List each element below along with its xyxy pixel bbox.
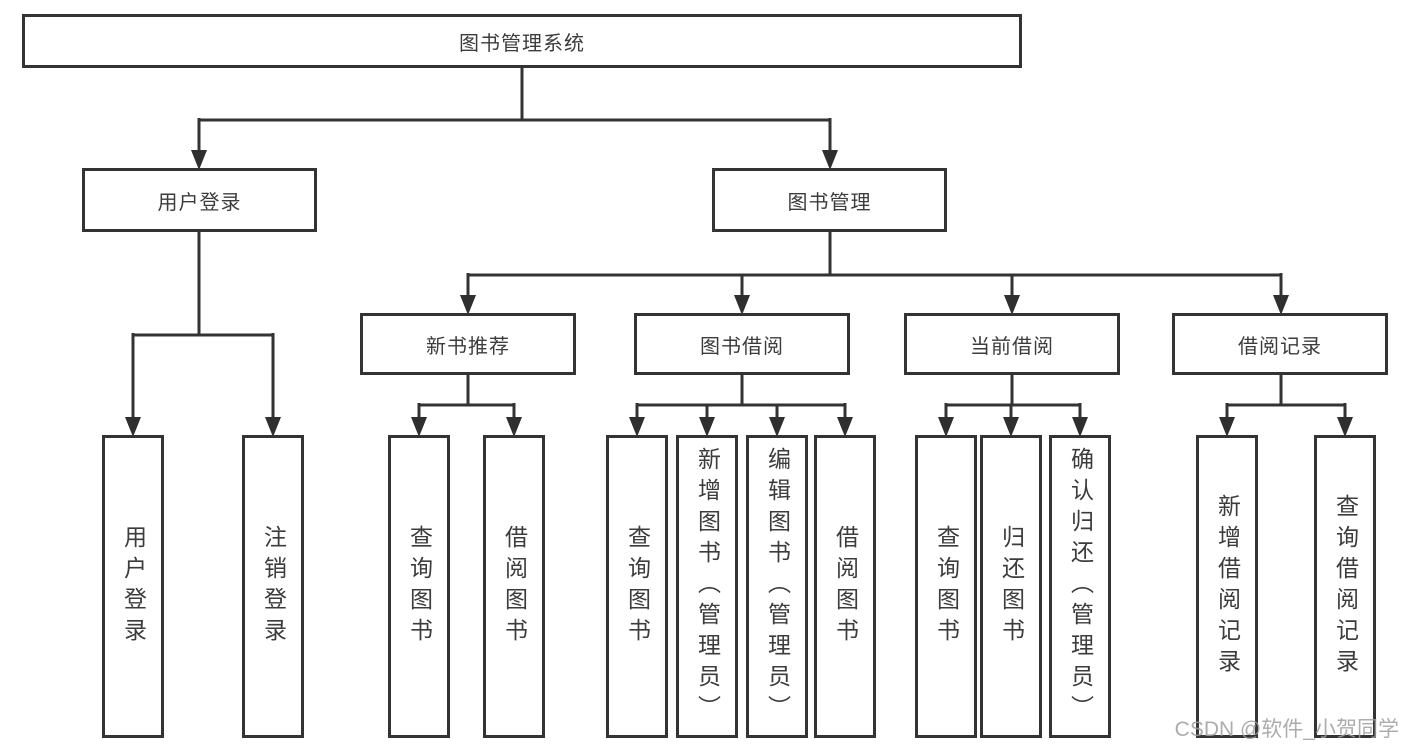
node-book-management: 图书管理: [712, 168, 947, 232]
node-label: 查询借阅记录: [1332, 493, 1359, 680]
leaf-borrow-books-recommend: 借阅图书: [483, 435, 545, 738]
node-label: 用户登录: [120, 524, 147, 649]
node-borrowing-records: 借阅记录: [1172, 313, 1388, 375]
node-label: 确认归还（管理员）: [1067, 447, 1094, 726]
leaf-query-books-borrowing: 查询图书: [606, 435, 668, 738]
node-label: 图书借阅: [700, 335, 784, 358]
leaf-query-books-recommend: 查询图书: [388, 435, 450, 738]
leaf-confirm-return-admin: 确认归还（管理员）: [1049, 435, 1111, 738]
node-label: 用户登录: [157, 191, 242, 214]
node-label: 注销登录: [260, 524, 287, 649]
leaf-return-book: 归还图书: [980, 435, 1042, 738]
node-label: 新增图书（管理员）: [694, 447, 721, 726]
node-label: 借阅图书: [832, 524, 859, 649]
node-label: 借阅记录: [1238, 335, 1322, 358]
leaf-user-login: 用户登录: [102, 435, 164, 738]
node-new-book-recommendation: 新书推荐: [360, 313, 576, 375]
leaf-add-book-admin: 新增图书（管理员）: [676, 435, 738, 738]
leaf-borrow-books: 借阅图书: [814, 435, 876, 738]
node-label: 查询图书: [406, 524, 433, 649]
node-current-borrowing: 当前借阅: [904, 313, 1120, 375]
node-user-login: 用户登录: [82, 168, 317, 232]
node-book-borrowing: 图书借阅: [634, 313, 850, 375]
node-label: 查询图书: [624, 524, 651, 649]
node-label: 当前借阅: [970, 335, 1054, 358]
leaf-logout: 注销登录: [242, 435, 304, 738]
node-label: 借阅图书: [501, 524, 528, 649]
leaf-query-borrow-record: 查询借阅记录: [1314, 435, 1376, 738]
node-label: 查询图书: [933, 524, 960, 649]
arrowheads: [125, 150, 1353, 437]
csdn-watermark: CSDN @软件_小贺同学: [1174, 718, 1399, 741]
node-library-management-system: 图书管理系统: [22, 14, 1022, 68]
leaf-query-books-current: 查询图书: [915, 435, 977, 738]
leaf-add-borrow-record: 新增借阅记录: [1196, 435, 1258, 738]
node-label: 图书管理系统: [459, 32, 585, 55]
node-label: 归还图书: [998, 524, 1025, 649]
node-label: 新增借阅记录: [1214, 493, 1241, 680]
node-label: 新书推荐: [426, 335, 510, 358]
node-label: 编辑图书（管理员）: [764, 447, 791, 726]
node-label: 图书管理: [787, 191, 872, 214]
leaf-edit-book-admin: 编辑图书（管理员）: [746, 435, 808, 738]
